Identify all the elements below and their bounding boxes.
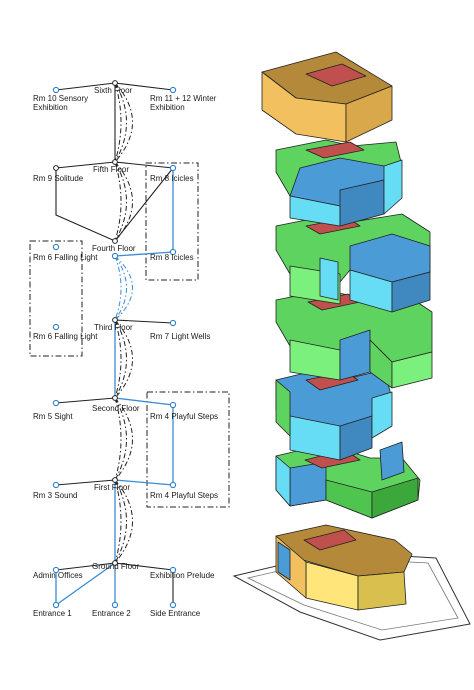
label-rm8-bottom: Rm 8 Icicles — [150, 253, 194, 262]
node-rm10 — [52, 86, 60, 94]
axonometric-tower — [232, 51, 471, 641]
second-floor-block — [275, 367, 393, 461]
node-rm5 — [52, 399, 60, 407]
first-floor-block — [275, 441, 421, 519]
label-fifth-floor: Fifth Floor — [93, 165, 129, 174]
node-rm9 — [53, 165, 59, 171]
group-box-rm8 — [145, 162, 199, 281]
node-prelude — [169, 566, 177, 574]
circulation-graph: Sixth Floor Rm 10 Sensory Exhibition Rm … — [29, 80, 230, 618]
node-side-entrance — [169, 601, 177, 609]
node-rm8-bottom — [169, 248, 177, 256]
label-rm10-line1: Rm 10 Sensory — [33, 94, 88, 103]
node-rm7 — [169, 319, 177, 327]
label-entrance-1: Entrance 1 — [33, 609, 72, 618]
node-fifth-floor — [112, 159, 118, 165]
label-admin: Admin Offices — [33, 571, 83, 580]
label-rm4-bottom: Rm 4 Playful Steps — [150, 491, 218, 500]
label-rm9: Rm 9 Solitude — [33, 174, 84, 183]
node-entrance-2 — [111, 601, 119, 609]
label-side-entrance: Side Entrance — [150, 609, 201, 618]
node-first-floor — [112, 477, 118, 483]
label-rm7: Rm 7 Light Wells — [150, 332, 210, 341]
sixth-floor-block — [261, 51, 393, 143]
node-rm4-top — [169, 401, 177, 409]
label-rm11-line2: Exhibition — [150, 103, 185, 112]
label-rm6-bottom: Rm 6 Falling Light — [33, 332, 98, 341]
label-ground-floor: Ground Floor — [92, 562, 139, 571]
node-rm11 — [169, 86, 177, 94]
node-fourth-floor-lower — [111, 252, 119, 260]
label-prelude: Exhibition Prelude — [150, 571, 215, 580]
fifth-floor-block — [275, 139, 403, 227]
node-entrance-1 — [52, 601, 60, 609]
label-third-floor: Third Floor — [94, 323, 133, 332]
label-rm6-top: Rm 6 Falling Light — [33, 253, 98, 262]
label-rm8-top: Rm 8 Icicles — [150, 174, 194, 183]
node-rm6-top — [52, 243, 60, 251]
group-box-rm6 — [29, 240, 83, 357]
label-fourth-floor: Fourth Floor — [92, 244, 136, 253]
node-fourth-floor — [112, 238, 118, 244]
node-ground-floor — [112, 560, 118, 566]
node-second-floor — [112, 395, 118, 401]
label-rm10-line2: Exhibition — [33, 103, 68, 112]
black-edges — [55, 82, 174, 605]
label-rm11-line1: Rm 11 + 12 Winter — [150, 94, 217, 103]
blue-edges — [55, 168, 174, 606]
group-box-rm4 — [146, 391, 230, 508]
node-rm3 — [52, 481, 60, 489]
graph-nodes — [52, 80, 177, 609]
label-second-floor: Second Floor — [92, 404, 140, 413]
node-rm4-bottom — [169, 481, 177, 489]
label-rm3: Rm 3 Sound — [33, 491, 77, 500]
node-rm8-top — [169, 164, 177, 172]
node-admin — [52, 566, 60, 574]
label-rm5: Rm 5 Sight — [33, 412, 73, 421]
node-rm6-bottom — [52, 323, 60, 331]
label-first-floor: First Floor — [94, 483, 130, 492]
ground-floor-block — [275, 524, 413, 611]
stair-links — [114, 82, 133, 564]
node-third-floor — [112, 317, 118, 323]
node-sixth-floor — [112, 80, 118, 86]
label-sixth-floor: Sixth Floor — [94, 86, 133, 95]
label-entrance-2: Entrance 2 — [92, 609, 131, 618]
graph-labels: Sixth Floor Rm 10 Sensory Exhibition Rm … — [33, 86, 218, 618]
fourth-floor-block — [275, 213, 431, 313]
label-rm4-top: Rm 4 Playful Steps — [150, 412, 218, 421]
